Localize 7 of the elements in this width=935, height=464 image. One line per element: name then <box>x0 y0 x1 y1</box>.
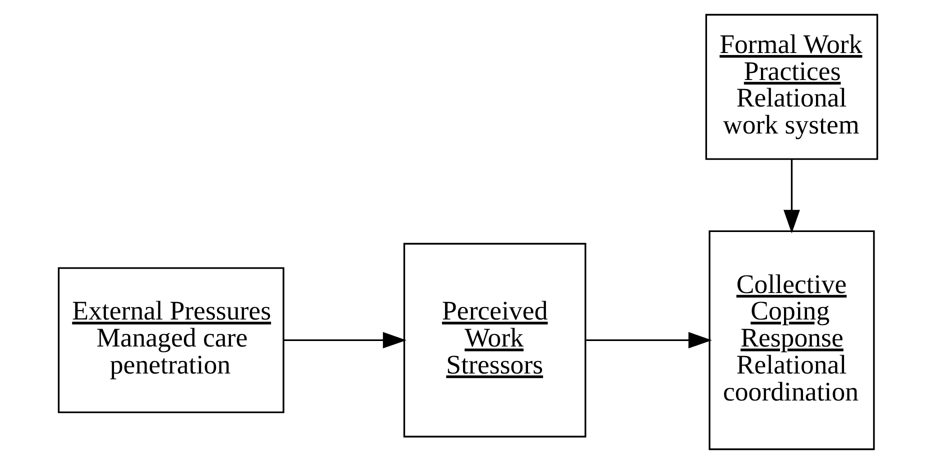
arrow <box>586 332 712 348</box>
arrow <box>783 159 800 234</box>
node-box: Collective Coping Response Relational coordination <box>708 230 874 450</box>
arrow <box>283 332 406 348</box>
node-box: External Pressures Managed care penetration <box>57 267 284 414</box>
node-box: Perceived Work Stressors <box>402 242 586 438</box>
node-box: Formal Work Practices Relational work system <box>704 14 878 160</box>
